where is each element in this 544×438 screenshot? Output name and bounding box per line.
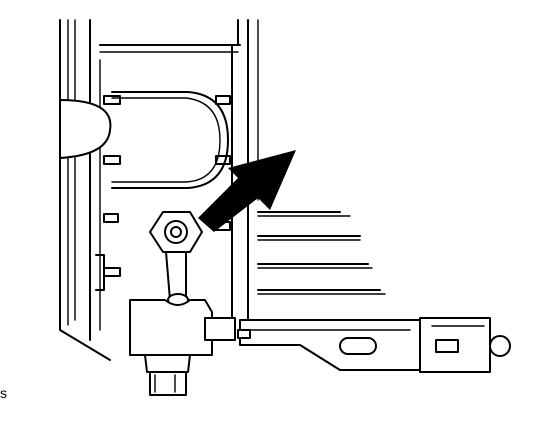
housing-left-rails <box>59 19 111 361</box>
mounting-bracket <box>237 317 511 373</box>
pointer-arrow <box>198 150 296 232</box>
left-side-bump <box>59 99 112 159</box>
u-shaped-opening <box>111 91 229 189</box>
fitting-block <box>129 299 236 396</box>
edge-text-fragment: s <box>0 385 7 401</box>
cooling-fins <box>257 211 386 295</box>
slot-tabs <box>95 95 231 291</box>
hex-nut <box>149 211 203 253</box>
connector-stem <box>165 251 189 307</box>
